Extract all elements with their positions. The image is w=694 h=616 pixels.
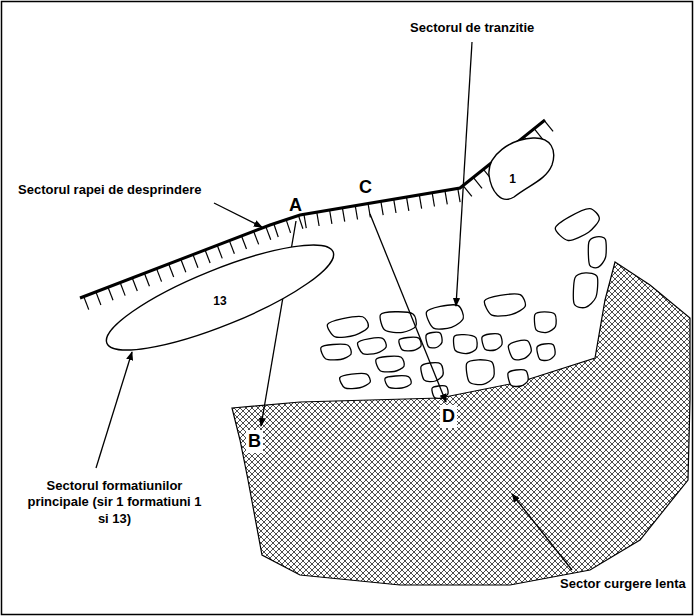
scarp-tick bbox=[463, 186, 472, 197]
scarp-tick bbox=[544, 121, 553, 132]
point-letter: A bbox=[289, 194, 302, 217]
scarp-tick bbox=[304, 214, 306, 228]
rock-block bbox=[465, 358, 496, 386]
rock-block bbox=[379, 310, 417, 333]
scarp-tick bbox=[205, 250, 210, 263]
rock-block bbox=[376, 356, 404, 372]
scarp-tick bbox=[394, 199, 396, 213]
scarp-tick bbox=[458, 188, 460, 202]
scarp-tick bbox=[406, 197, 408, 211]
scarp-tick bbox=[342, 208, 344, 222]
scarp-tick bbox=[330, 210, 332, 224]
rock-block bbox=[321, 344, 352, 360]
leader-arrow bbox=[512, 494, 572, 570]
scarp-tick bbox=[381, 201, 383, 215]
scarp-tick bbox=[432, 193, 434, 207]
scarp-tick bbox=[96, 292, 101, 305]
rock-block bbox=[339, 373, 370, 389]
formation-number: 13 bbox=[213, 294, 226, 308]
scarp-tick bbox=[317, 212, 319, 226]
rock-block bbox=[570, 271, 600, 310]
scarp-tick bbox=[241, 236, 246, 249]
formation-number: 1 bbox=[509, 172, 516, 186]
scarp-tick bbox=[132, 278, 137, 291]
sector-label: Sectorul de tranzitie bbox=[410, 20, 534, 36]
sector-label: Sectorul formatiunilor principale (sir 1… bbox=[22, 478, 207, 527]
leader-arrow bbox=[214, 203, 262, 227]
formation-block: 1 bbox=[483, 135, 558, 203]
formation-block: 13 bbox=[95, 240, 345, 355]
scarp-tick bbox=[144, 273, 149, 286]
formation-shape bbox=[489, 138, 554, 199]
scarp-tick bbox=[473, 177, 482, 188]
slow-flow-region bbox=[232, 262, 690, 585]
rock-block bbox=[587, 236, 608, 269]
rock-block bbox=[327, 315, 370, 339]
sector-label: Sectorul rapei de desprindere bbox=[18, 182, 202, 198]
scarp-tick bbox=[181, 259, 186, 272]
leader-arrow bbox=[96, 352, 132, 468]
leader-arrow bbox=[456, 42, 472, 306]
rock-block bbox=[532, 310, 557, 334]
scarp-ticks bbox=[84, 121, 553, 310]
sector-label: Sector curgere lenta bbox=[560, 576, 686, 592]
scarp-tick bbox=[84, 297, 89, 310]
formation-outline bbox=[483, 135, 558, 203]
scarp-tick bbox=[193, 255, 198, 268]
rock-block bbox=[421, 363, 443, 382]
point-letter: C bbox=[359, 176, 372, 199]
scarp-tick bbox=[355, 206, 357, 220]
scarp-tick bbox=[286, 220, 290, 233]
point-letter: B bbox=[246, 430, 263, 453]
rock-block bbox=[508, 370, 528, 387]
scarp-tick bbox=[157, 269, 162, 282]
scarp-tick bbox=[108, 287, 113, 300]
transition-blocks bbox=[321, 205, 608, 398]
scarp-tick bbox=[169, 264, 174, 277]
scarp-tick bbox=[298, 216, 302, 229]
scarp-tick bbox=[217, 245, 222, 258]
rock-block bbox=[508, 339, 533, 361]
rock-block bbox=[451, 333, 478, 356]
profile-line bbox=[370, 214, 446, 402]
scarp-tick bbox=[254, 231, 259, 244]
scarp-tick bbox=[274, 224, 278, 237]
scarp-tick bbox=[445, 191, 447, 205]
formation-shape bbox=[96, 226, 343, 369]
scarp-tick bbox=[419, 195, 421, 209]
rock-block bbox=[484, 293, 526, 317]
rock-block bbox=[537, 344, 555, 361]
rock-block bbox=[399, 337, 421, 351]
rock-block bbox=[426, 304, 465, 331]
rock-block bbox=[357, 337, 387, 355]
rock-block bbox=[482, 334, 502, 351]
rock-block bbox=[385, 376, 411, 389]
scarp-tick bbox=[120, 283, 125, 296]
scarp-tick bbox=[229, 241, 234, 254]
scarp-tick bbox=[266, 227, 271, 240]
point-letter: D bbox=[440, 405, 457, 428]
rock-block bbox=[426, 332, 442, 348]
